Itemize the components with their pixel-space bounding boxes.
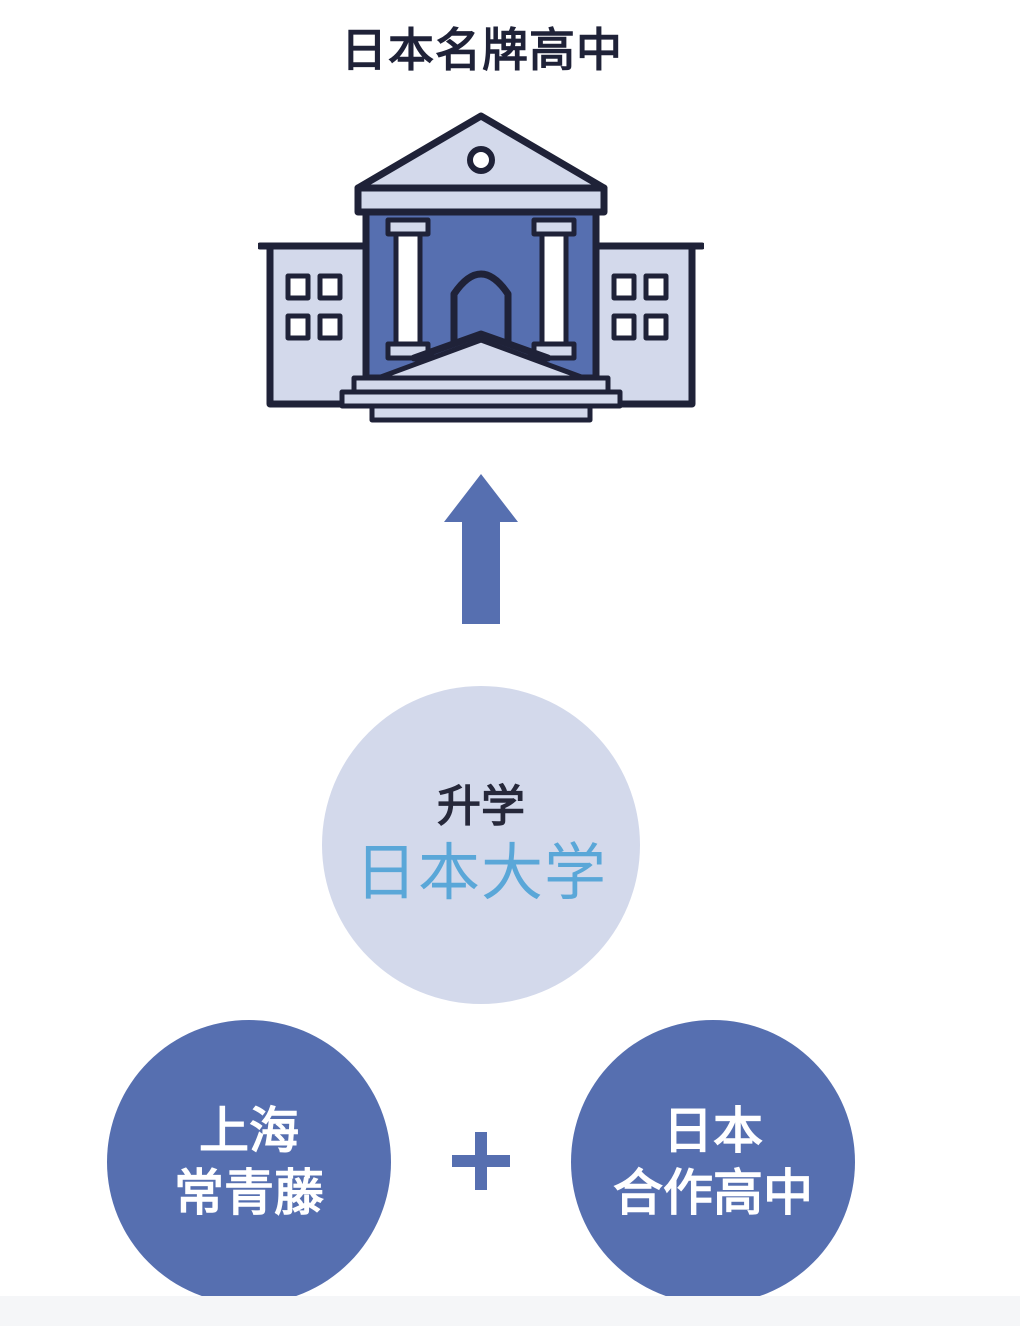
- center-circle-line2: 日本大学: [354, 836, 607, 909]
- center-circle-line1: 升学: [437, 781, 525, 832]
- left-circle-line1: 上海: [199, 1102, 299, 1160]
- right-circle: 日本 合作高中: [571, 1020, 855, 1304]
- page-title: 日本名牌高中: [341, 23, 623, 77]
- school-building-icon: [258, 112, 704, 423]
- plus-icon: [452, 1132, 510, 1190]
- center-circle: 升学 日本大学: [322, 686, 640, 1004]
- right-circle-line2: 合作高中: [613, 1164, 813, 1222]
- left-circle-line2: 常青藤: [174, 1164, 324, 1222]
- up-arrow-icon: [444, 474, 518, 624]
- right-circle-line1: 日本: [663, 1102, 763, 1160]
- bottom-strip: [0, 1296, 1020, 1326]
- left-circle: 上海 常青藤: [107, 1020, 391, 1304]
